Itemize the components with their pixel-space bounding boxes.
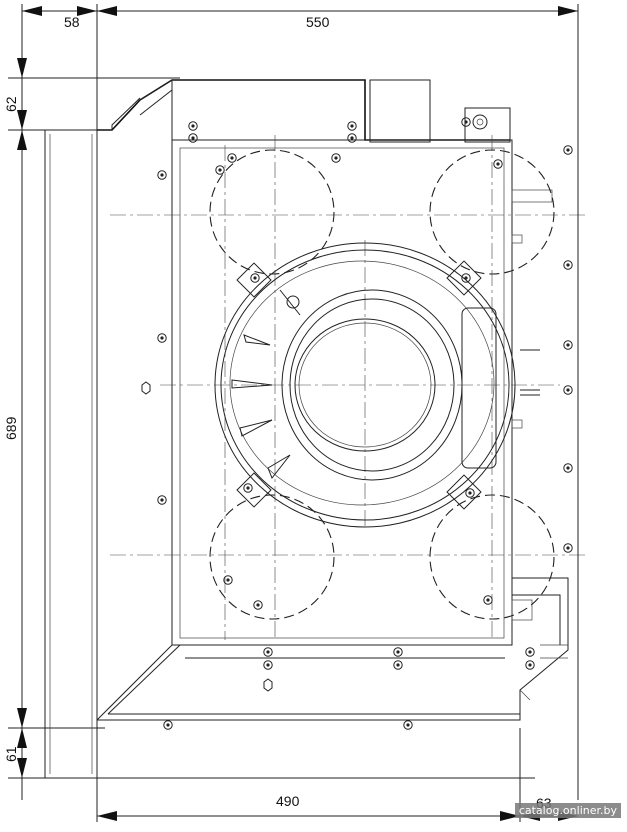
bolt-symbol xyxy=(393,647,403,657)
dimension-label-height: 689 xyxy=(3,416,19,440)
centerlines xyxy=(110,135,585,640)
bolts xyxy=(157,117,573,730)
bolt-symbol xyxy=(403,720,413,730)
bolt-symbol xyxy=(331,153,341,163)
bolt-symbol xyxy=(157,170,167,180)
bolt-symbol xyxy=(483,595,493,605)
bolt-symbol xyxy=(393,660,403,670)
drum-assembly xyxy=(214,242,516,528)
dimension-label-bottom-offset: 61 xyxy=(3,746,19,762)
dimension-lines xyxy=(8,4,579,822)
bolt-symbol xyxy=(188,121,198,131)
bolt-symbol xyxy=(347,121,357,131)
bolt-symbol xyxy=(563,385,573,395)
bolt-symbol xyxy=(461,117,471,127)
bolt-symbol xyxy=(157,495,167,505)
machine-outline xyxy=(44,79,569,779)
dimension-label-bottom-width: 490 xyxy=(276,793,300,809)
bolt-symbol xyxy=(465,488,475,498)
dimension-label-top-width: 550 xyxy=(306,14,330,30)
bolt-symbol xyxy=(563,260,573,270)
bolt-symbol xyxy=(563,145,573,155)
bolt-symbol xyxy=(461,273,471,283)
bolt-symbol xyxy=(263,660,273,670)
bolt-symbol xyxy=(563,463,573,473)
dimension-label-left-offset: 58 xyxy=(64,14,80,30)
hex-nuts xyxy=(141,381,273,692)
bolt-symbol xyxy=(215,165,225,175)
dimension-label-top-offset: 62 xyxy=(3,96,19,112)
bolt-symbol xyxy=(243,483,253,493)
bolt-symbol xyxy=(157,333,167,343)
bolt-symbol xyxy=(563,340,573,350)
bolt-symbol xyxy=(493,159,503,169)
right-rods xyxy=(520,349,540,396)
suspension-circles xyxy=(209,149,555,620)
bolt-symbol xyxy=(563,543,573,553)
bolt-symbol xyxy=(253,600,263,610)
bolt-symbol xyxy=(263,647,273,657)
bolt-symbol xyxy=(525,647,535,657)
bolt-symbol xyxy=(525,660,535,670)
bolt-symbol xyxy=(347,133,357,143)
bolt-symbol xyxy=(227,153,237,163)
bolt-symbol xyxy=(223,575,233,585)
watermark: catalog.onliner.by xyxy=(514,803,621,818)
bolt-symbol xyxy=(188,133,198,143)
bolt-symbol xyxy=(163,720,173,730)
bolt-symbol xyxy=(250,273,260,283)
